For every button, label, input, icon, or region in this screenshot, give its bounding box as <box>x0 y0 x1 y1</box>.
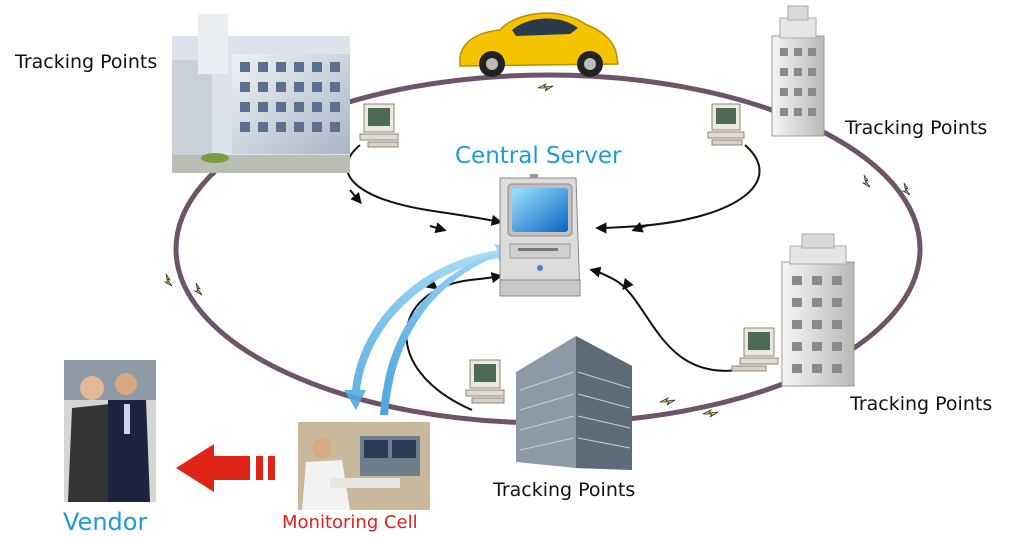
link-topright-pc <box>595 144 761 234</box>
tracking-points-label: Tracking Points <box>850 393 993 415</box>
link-arrow-b <box>425 278 439 290</box>
lightning-signal-icon <box>537 82 554 92</box>
tower-building-icon <box>771 5 825 137</box>
link-arrow-tl <box>429 222 447 234</box>
central-server-icon <box>499 174 581 297</box>
lightning-signal-icon <box>659 396 676 406</box>
lightning-signal-icon <box>163 273 173 287</box>
flow-arrow-to-monitor <box>344 250 500 410</box>
flow-arrow-to-server <box>380 244 516 415</box>
vendor-people-photo <box>64 360 156 502</box>
tracking-points-label: Tracking Points <box>15 51 158 73</box>
lightning-signal-icon <box>861 174 871 188</box>
monitoring-operator-photo <box>298 422 430 510</box>
lightning-signal-icon <box>901 182 911 196</box>
data-flow-arrows <box>344 244 516 415</box>
link-right-pc <box>589 266 739 372</box>
link-arrow-left <box>349 189 362 205</box>
office-building-icon <box>516 336 632 470</box>
signal-icons <box>163 82 911 418</box>
link-arrow-r <box>622 277 634 291</box>
desktop-computer-icon <box>731 327 779 372</box>
tracking-points-label: Tracking Points <box>845 117 988 139</box>
desktop-computer-icon <box>465 359 505 404</box>
monitoring-cell-label: Monitoring Cell <box>282 512 418 533</box>
central-server-title: Central Server <box>455 143 622 169</box>
lightning-signal-icon <box>193 282 203 296</box>
link-arrow-tr <box>631 221 649 233</box>
office-building-icon <box>172 14 350 173</box>
vendor-arrow <box>176 444 275 492</box>
desktop-computer-icon <box>707 103 745 146</box>
lightning-signal-icon <box>702 408 719 418</box>
desktop-computer-icon <box>359 103 399 148</box>
yellow-car-icon <box>459 12 619 77</box>
tower-building-icon <box>781 233 855 387</box>
tracking-points-label: Tracking Points <box>493 479 636 501</box>
vendor-label: Vendor <box>63 508 148 536</box>
